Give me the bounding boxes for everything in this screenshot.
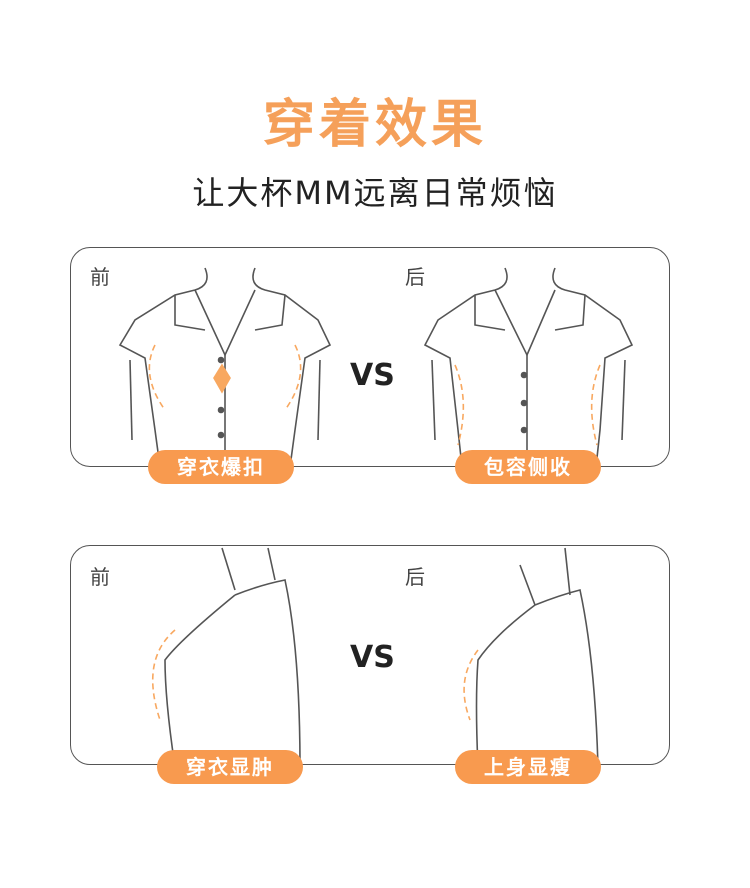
shirt-front-after-illustration bbox=[423, 267, 634, 468]
before-label: 前 bbox=[90, 265, 110, 289]
vs-label: VS bbox=[350, 358, 395, 393]
badge-after: 上身显瘦 bbox=[455, 750, 601, 784]
comparison-panel-front bbox=[70, 247, 670, 467]
after-label: 后 bbox=[405, 565, 425, 589]
shirt-front-before-illustration bbox=[118, 267, 332, 468]
before-label: 前 bbox=[90, 565, 110, 589]
after-label: 后 bbox=[405, 265, 425, 289]
comparison-panel-side bbox=[70, 545, 670, 765]
badge-before: 穿衣爆扣 bbox=[148, 450, 294, 484]
side-view-after-illustration bbox=[463, 547, 599, 768]
page-title: 穿着效果 bbox=[262, 95, 487, 155]
badge-before: 穿衣显肿 bbox=[157, 750, 303, 784]
badge-after: 包容侧收 bbox=[455, 450, 601, 484]
side-view-before-illustration bbox=[151, 547, 301, 768]
page-subtitle: 让大杯MM远离日常烦恼 bbox=[192, 174, 558, 212]
vs-label: VS bbox=[350, 640, 395, 675]
